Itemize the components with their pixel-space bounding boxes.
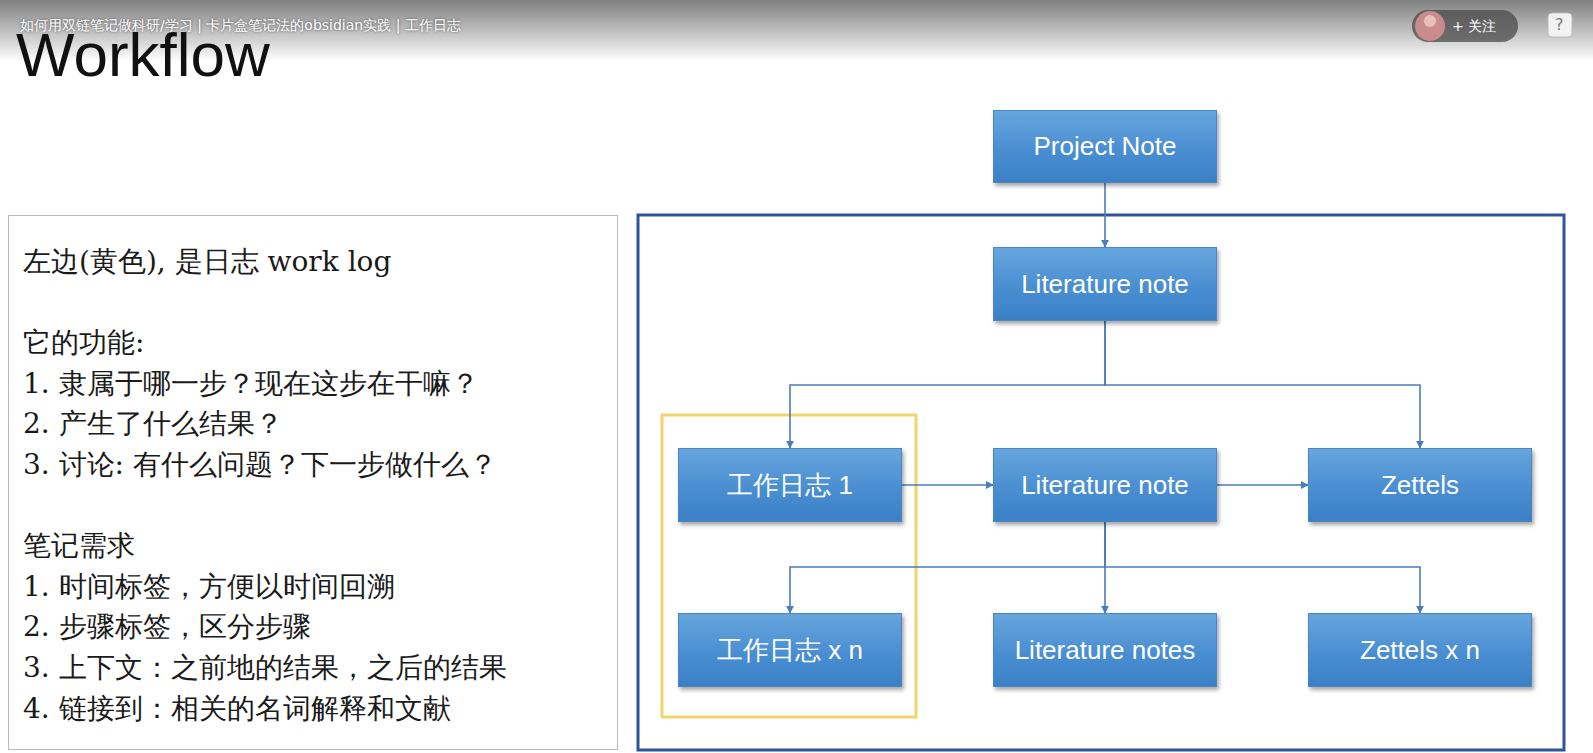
highlight-frame <box>662 415 916 717</box>
connector-arrow <box>1105 522 1420 613</box>
box-label: Literature note <box>1021 470 1189 501</box>
connector-arrow <box>1105 321 1420 448</box>
note-line: 笔记需求 <box>23 526 603 567</box>
note-line: 3. 上下文：之前地的结果，之后的结果 <box>23 648 603 689</box>
box-label: Literature notes <box>1015 635 1196 666</box>
process-box: Literature notes <box>993 613 1217 687</box>
box-label: 工作日志 1 <box>727 468 853 503</box>
video-title: 如何用双链笔记做科研/学习 | 卡片盒笔记法的obsidian实践 | 工作日志 <box>20 15 461 35</box>
process-box: Literature note <box>993 247 1217 321</box>
note-line: 1. 隶属于哪一步？现在这步在干嘛？ <box>23 364 603 405</box>
follow-button-text: + 关注 <box>1452 16 1496 36</box>
group-frame <box>638 215 1564 750</box>
box-label: Zettels <box>1381 470 1459 501</box>
process-box: Zettels x n <box>1308 613 1532 687</box>
help-icon-text: ? <box>1555 15 1564 35</box>
connector-arrow <box>790 321 1105 448</box>
help-icon <box>1548 13 1572 37</box>
process-box: Literature note <box>993 448 1217 522</box>
note-line: 2. 步骤标签，区分步骤 <box>23 607 603 648</box>
connector-arrow <box>1104 183 1106 247</box>
process-box: Project Note <box>993 110 1217 183</box>
connector-arrow <box>790 522 1105 613</box>
connector-arrow <box>1217 484 1308 486</box>
note-line: 4. 链接到：相关的名词解释和文献 <box>23 689 603 730</box>
note-line: 2. 产生了什么结果？ <box>23 404 603 445</box>
box-label: Zettels x n <box>1360 635 1480 666</box>
note-line: 左边(黄色), 是日志 work log <box>23 242 603 283</box>
note-line: 1. 时间标签，方便以时间回溯 <box>23 567 603 608</box>
worklog-box: 工作日志 x n <box>678 613 902 687</box>
process-box: Zettels <box>1308 448 1532 522</box>
connector-arrow <box>902 484 993 486</box>
box-label: Project Note <box>1033 131 1176 162</box>
box-label: 工作日志 x n <box>717 633 863 668</box>
slide-title: Workflow <box>16 24 270 86</box>
avatar-detail <box>1424 15 1436 27</box>
follow-pill <box>1412 10 1518 42</box>
note-line: 它的功能: <box>23 323 603 364</box>
note-line: 3. 讨论: 有什么问题？下一步做什么？ <box>23 445 603 486</box>
avatar <box>1415 11 1445 41</box>
worklog-box: 工作日志 1 <box>678 448 902 522</box>
note-panel: 左边(黄色), 是日志 work log 它的功能:1. 隶属于哪一步？现在这步在… <box>8 215 618 750</box>
box-label: Literature note <box>1021 269 1189 300</box>
